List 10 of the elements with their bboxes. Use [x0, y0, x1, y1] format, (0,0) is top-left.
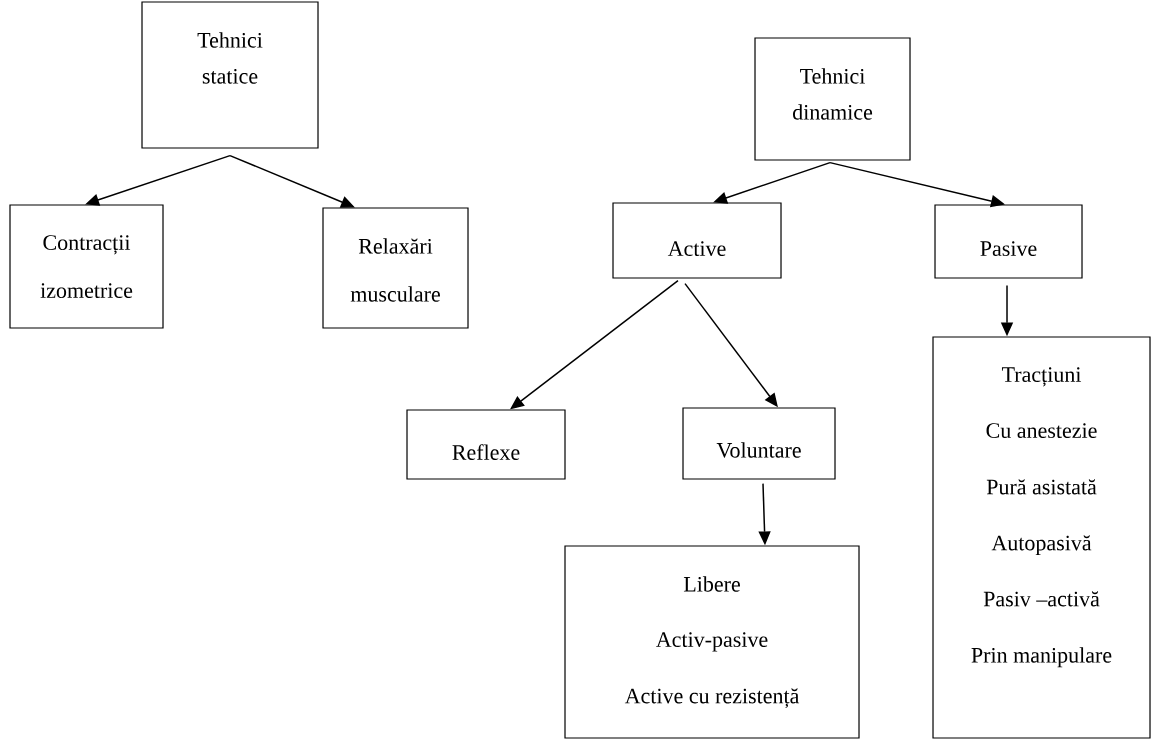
process-box: Tehnici statice	[141, 1, 319, 149]
process-box: Contracții izometrice	[9, 204, 164, 329]
process-box: Pasive	[934, 204, 1083, 279]
process-box: Active	[612, 202, 782, 279]
process-box: Libere Activ-pasive Active cu rezistență	[564, 545, 860, 739]
process-box: Tehnici dinamice	[754, 37, 911, 161]
process-box: Relaxări musculare	[322, 207, 469, 329]
process-box: Reflexe	[406, 409, 566, 480]
process-box: Voluntare	[682, 407, 836, 480]
process-box: Tracțiuni Cu anestezie Pură asistată Autopasivă Pasiv –activă Prin manipulare	[932, 336, 1151, 739]
